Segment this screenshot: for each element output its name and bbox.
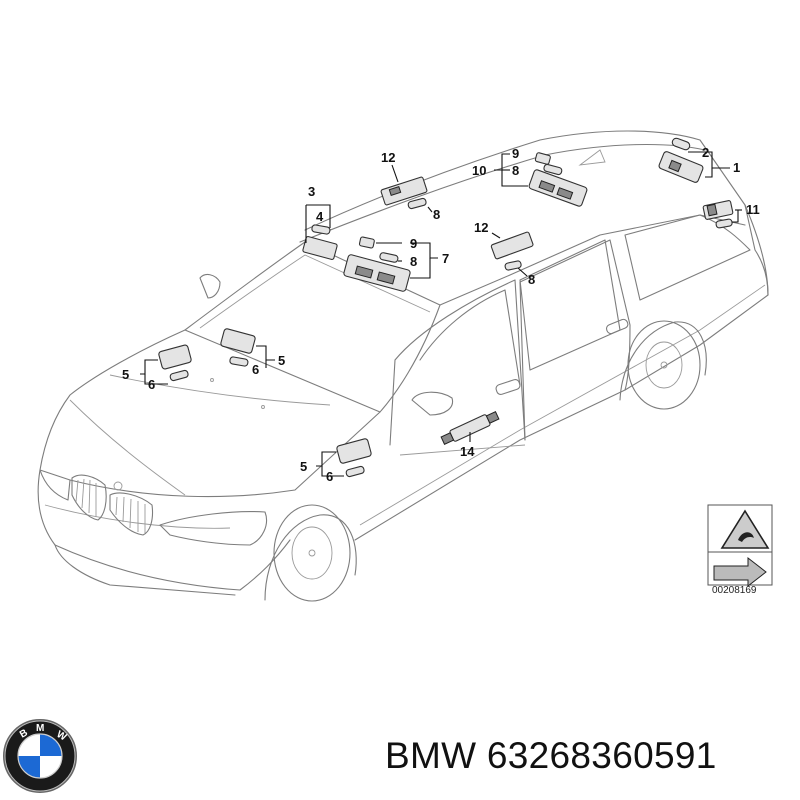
callout-3: 3: [308, 184, 315, 199]
part-caption: BMW 63268360591: [385, 735, 717, 777]
diagram-reference-number: 00208169: [712, 585, 757, 596]
callout-8-center: 8: [512, 163, 519, 178]
callout-12-right: 12: [474, 220, 488, 235]
part-7-overhead: [343, 254, 411, 292]
callout-5-left: 5: [122, 367, 129, 382]
callout-4: 4: [316, 209, 324, 224]
leader-lines: [140, 151, 742, 477]
callout-14: 14: [460, 444, 475, 459]
car-outline: [37, 130, 769, 602]
callout-2: 2: [702, 145, 709, 160]
callout-5-door: 5: [300, 459, 307, 474]
callout-12-top: 12: [381, 150, 395, 165]
warning-triangle-icon: [720, 509, 770, 549]
bulb-9-top: [534, 152, 551, 165]
callout-9-center: 9: [512, 146, 519, 161]
logo-letter-b: B: [18, 727, 30, 740]
part-5-center: [220, 328, 256, 354]
hand-icon: [738, 532, 754, 542]
bulb-2: [671, 137, 691, 151]
part-14-switch: [440, 411, 500, 445]
part-5-door: [336, 438, 372, 464]
arrow-right-icon: [713, 556, 767, 588]
callout-6-door: 6: [326, 469, 333, 484]
part-5-left: [158, 344, 192, 370]
brand-name: BMW: [385, 735, 477, 776]
part-12-rear: [490, 231, 534, 260]
item-13-warning-box: [707, 504, 773, 588]
part-12-front: [380, 176, 428, 206]
callout-8-right: 8: [528, 272, 535, 287]
callout-labels: 1 2 3 4 5 6 5 6 5 6 7 8 8 8 8 9 9 10 11 …: [122, 145, 760, 521]
callout-6-left: 6: [148, 377, 155, 392]
part-number: 63268360591: [486, 735, 717, 776]
part-rear-light: [658, 151, 704, 183]
callout-11: 11: [746, 202, 760, 217]
callout-8-top: 8: [433, 207, 440, 222]
callout-5-center: 5: [278, 353, 285, 368]
callout-1: 1: [733, 160, 740, 175]
callout-6-center: 6: [252, 362, 259, 377]
callout-7: 7: [442, 251, 449, 266]
bmw-logo: B M W: [3, 719, 77, 793]
logo-letter-m: M: [36, 723, 44, 734]
callout-10: 10: [472, 163, 486, 178]
callout-8-front: 8: [410, 254, 417, 269]
part-11-light: [702, 200, 734, 220]
part-3-light: [302, 236, 338, 260]
callout-9-front: 9: [410, 236, 417, 251]
parts: [158, 137, 734, 478]
part-10-center: [528, 169, 588, 207]
